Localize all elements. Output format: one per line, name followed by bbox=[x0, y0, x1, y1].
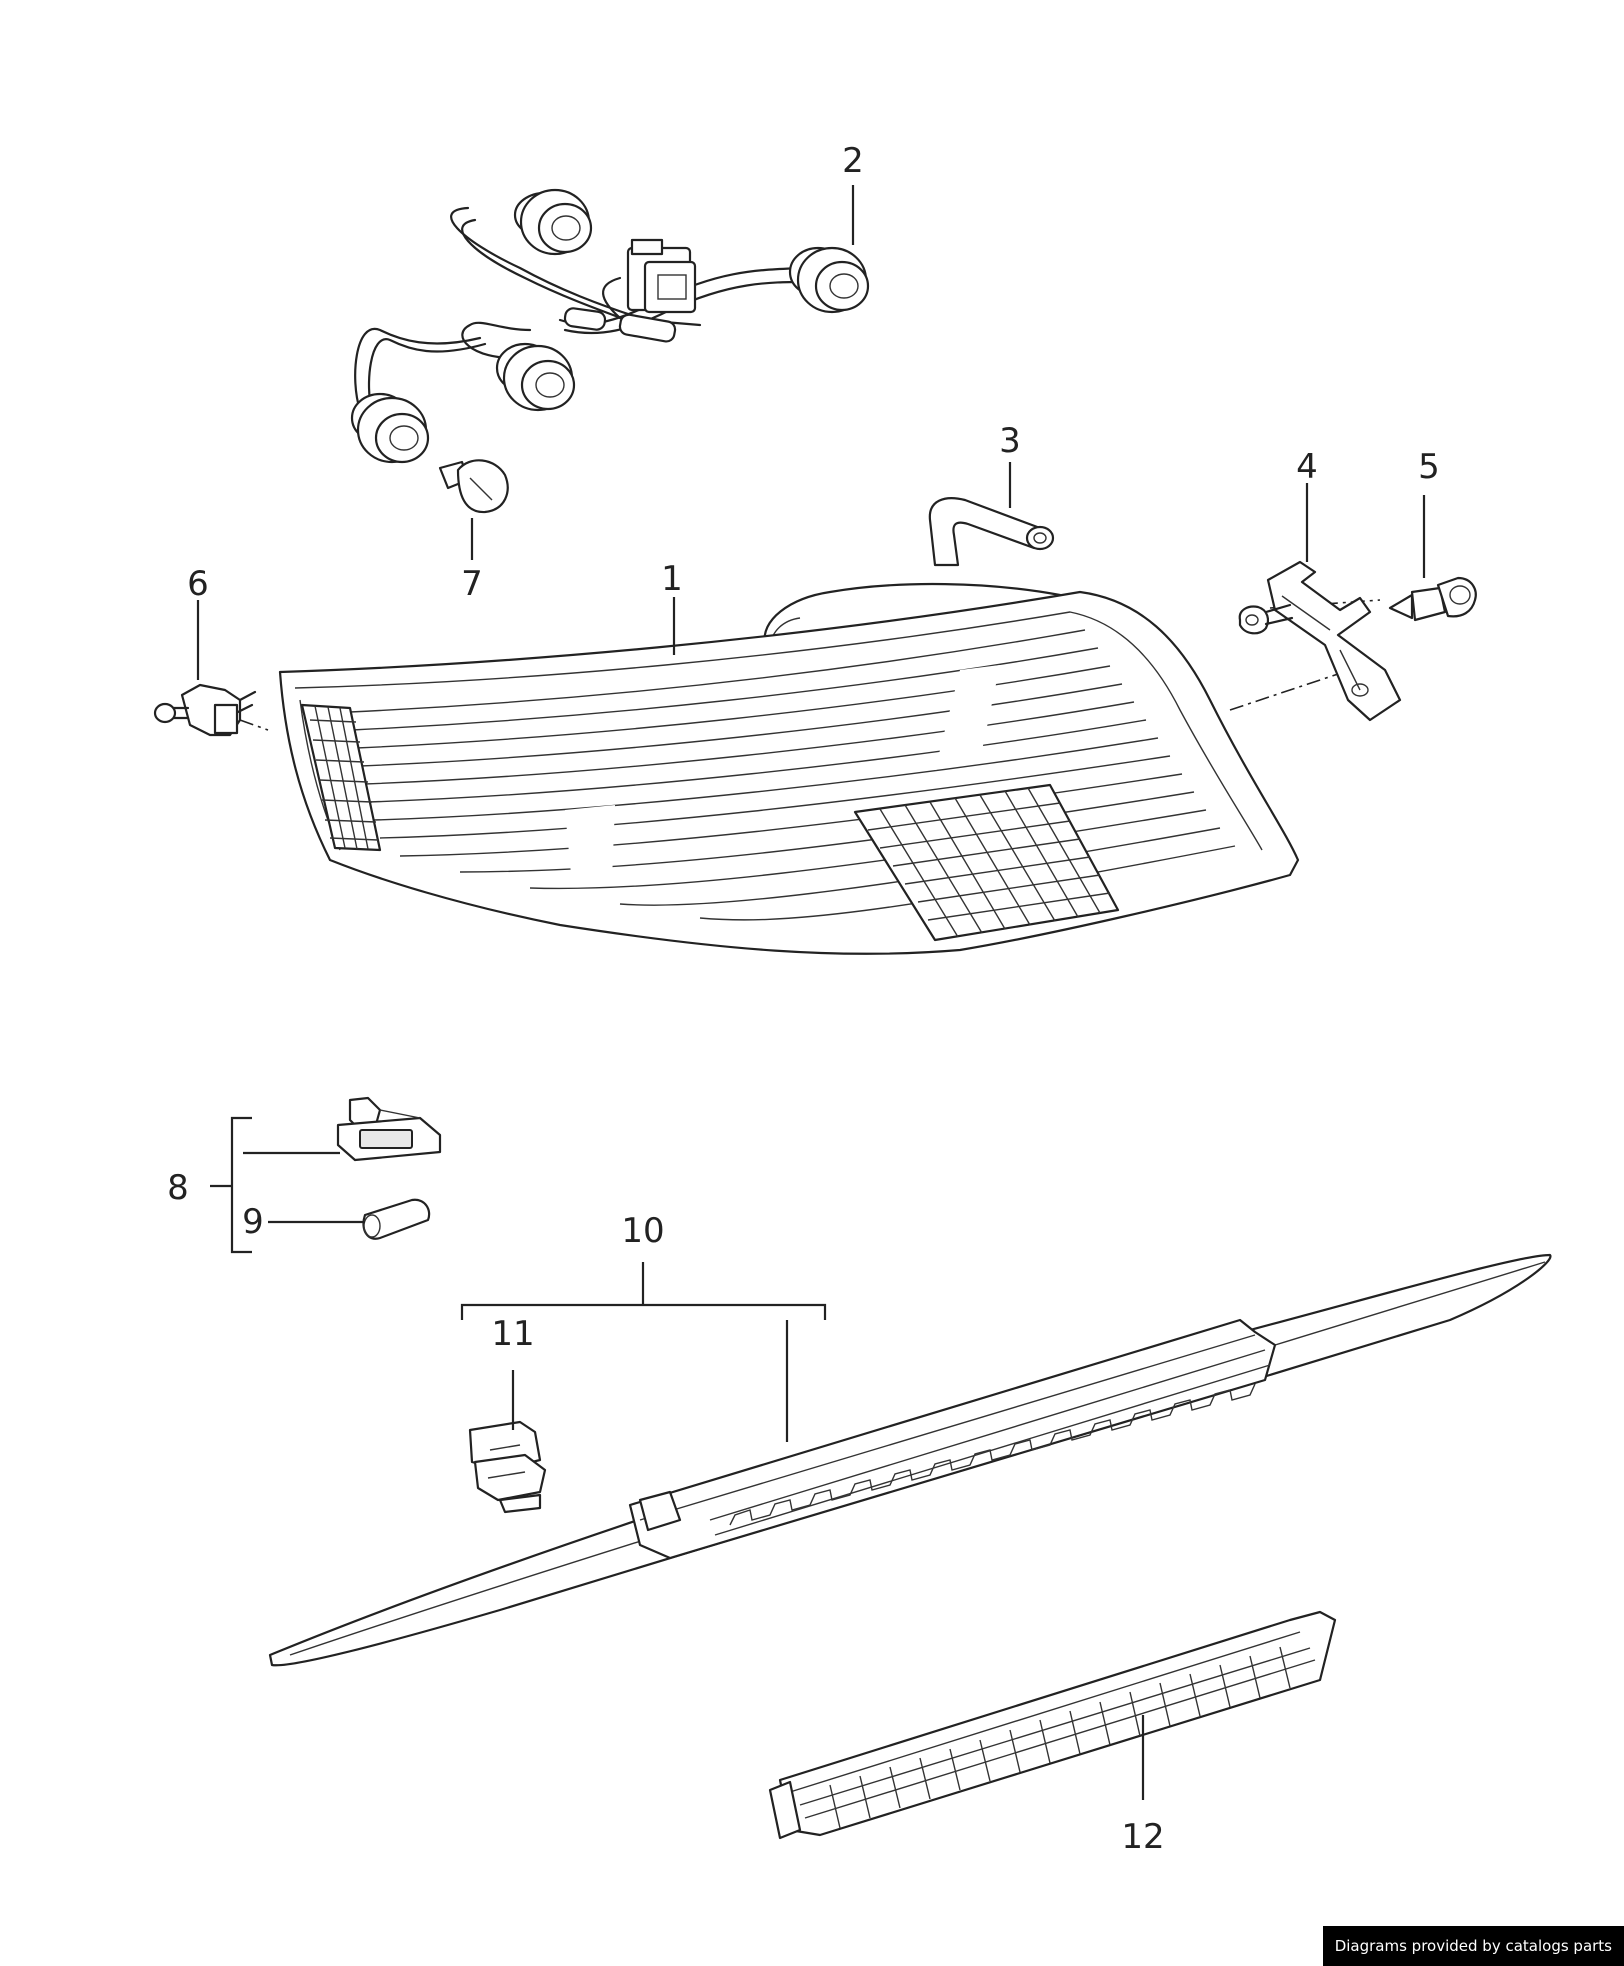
mounting-bracket[interactable] bbox=[1266, 560, 1402, 722]
left-reflector-grid bbox=[300, 703, 382, 852]
callout-4: 4 bbox=[1296, 447, 1318, 487]
bulb[interactable] bbox=[438, 459, 509, 514]
callout-1: 1 bbox=[661, 559, 683, 599]
right-reflector-grid bbox=[853, 783, 1120, 942]
retaining-clip[interactable] bbox=[153, 683, 257, 737]
callout-12: 12 bbox=[1121, 1817, 1164, 1857]
small-bulb[interactable] bbox=[362, 1198, 431, 1240]
wiring-harness[interactable] bbox=[350, 188, 870, 464]
nut[interactable] bbox=[1238, 603, 1294, 635]
bulb-holder[interactable] bbox=[336, 1096, 442, 1162]
tail-lamp[interactable] bbox=[278, 582, 1300, 955]
callout-8: 8 bbox=[167, 1168, 189, 1208]
screw[interactable] bbox=[1388, 576, 1477, 622]
callout-5: 5 bbox=[1418, 447, 1440, 487]
callout-3: 3 bbox=[999, 421, 1021, 461]
led-pattern bbox=[709, 1349, 1271, 1536]
callout-11: 11 bbox=[491, 1314, 534, 1354]
credit-footer: Diagrams provided by catalogs parts bbox=[1322, 1926, 1624, 1966]
strip-clip[interactable] bbox=[468, 1420, 547, 1514]
callout-10: 10 bbox=[621, 1211, 664, 1251]
hose[interactable] bbox=[928, 497, 1055, 567]
brake-light-strip[interactable] bbox=[268, 1253, 1552, 1667]
callout-6: 6 bbox=[187, 564, 209, 604]
leader-lines bbox=[196, 185, 1426, 1800]
module-grid bbox=[799, 1646, 1316, 1829]
callout-7: 7 bbox=[461, 564, 483, 604]
brake-light-module[interactable] bbox=[768, 1610, 1337, 1840]
callout-numbers: 1 2 3 4 5 6 7 8 9 10 11 12 bbox=[167, 141, 1440, 1857]
callout-9: 9 bbox=[242, 1202, 264, 1242]
callout-2: 2 bbox=[842, 141, 864, 181]
assembly-line-right bbox=[1229, 669, 1351, 711]
assembly-line-left bbox=[239, 719, 269, 731]
